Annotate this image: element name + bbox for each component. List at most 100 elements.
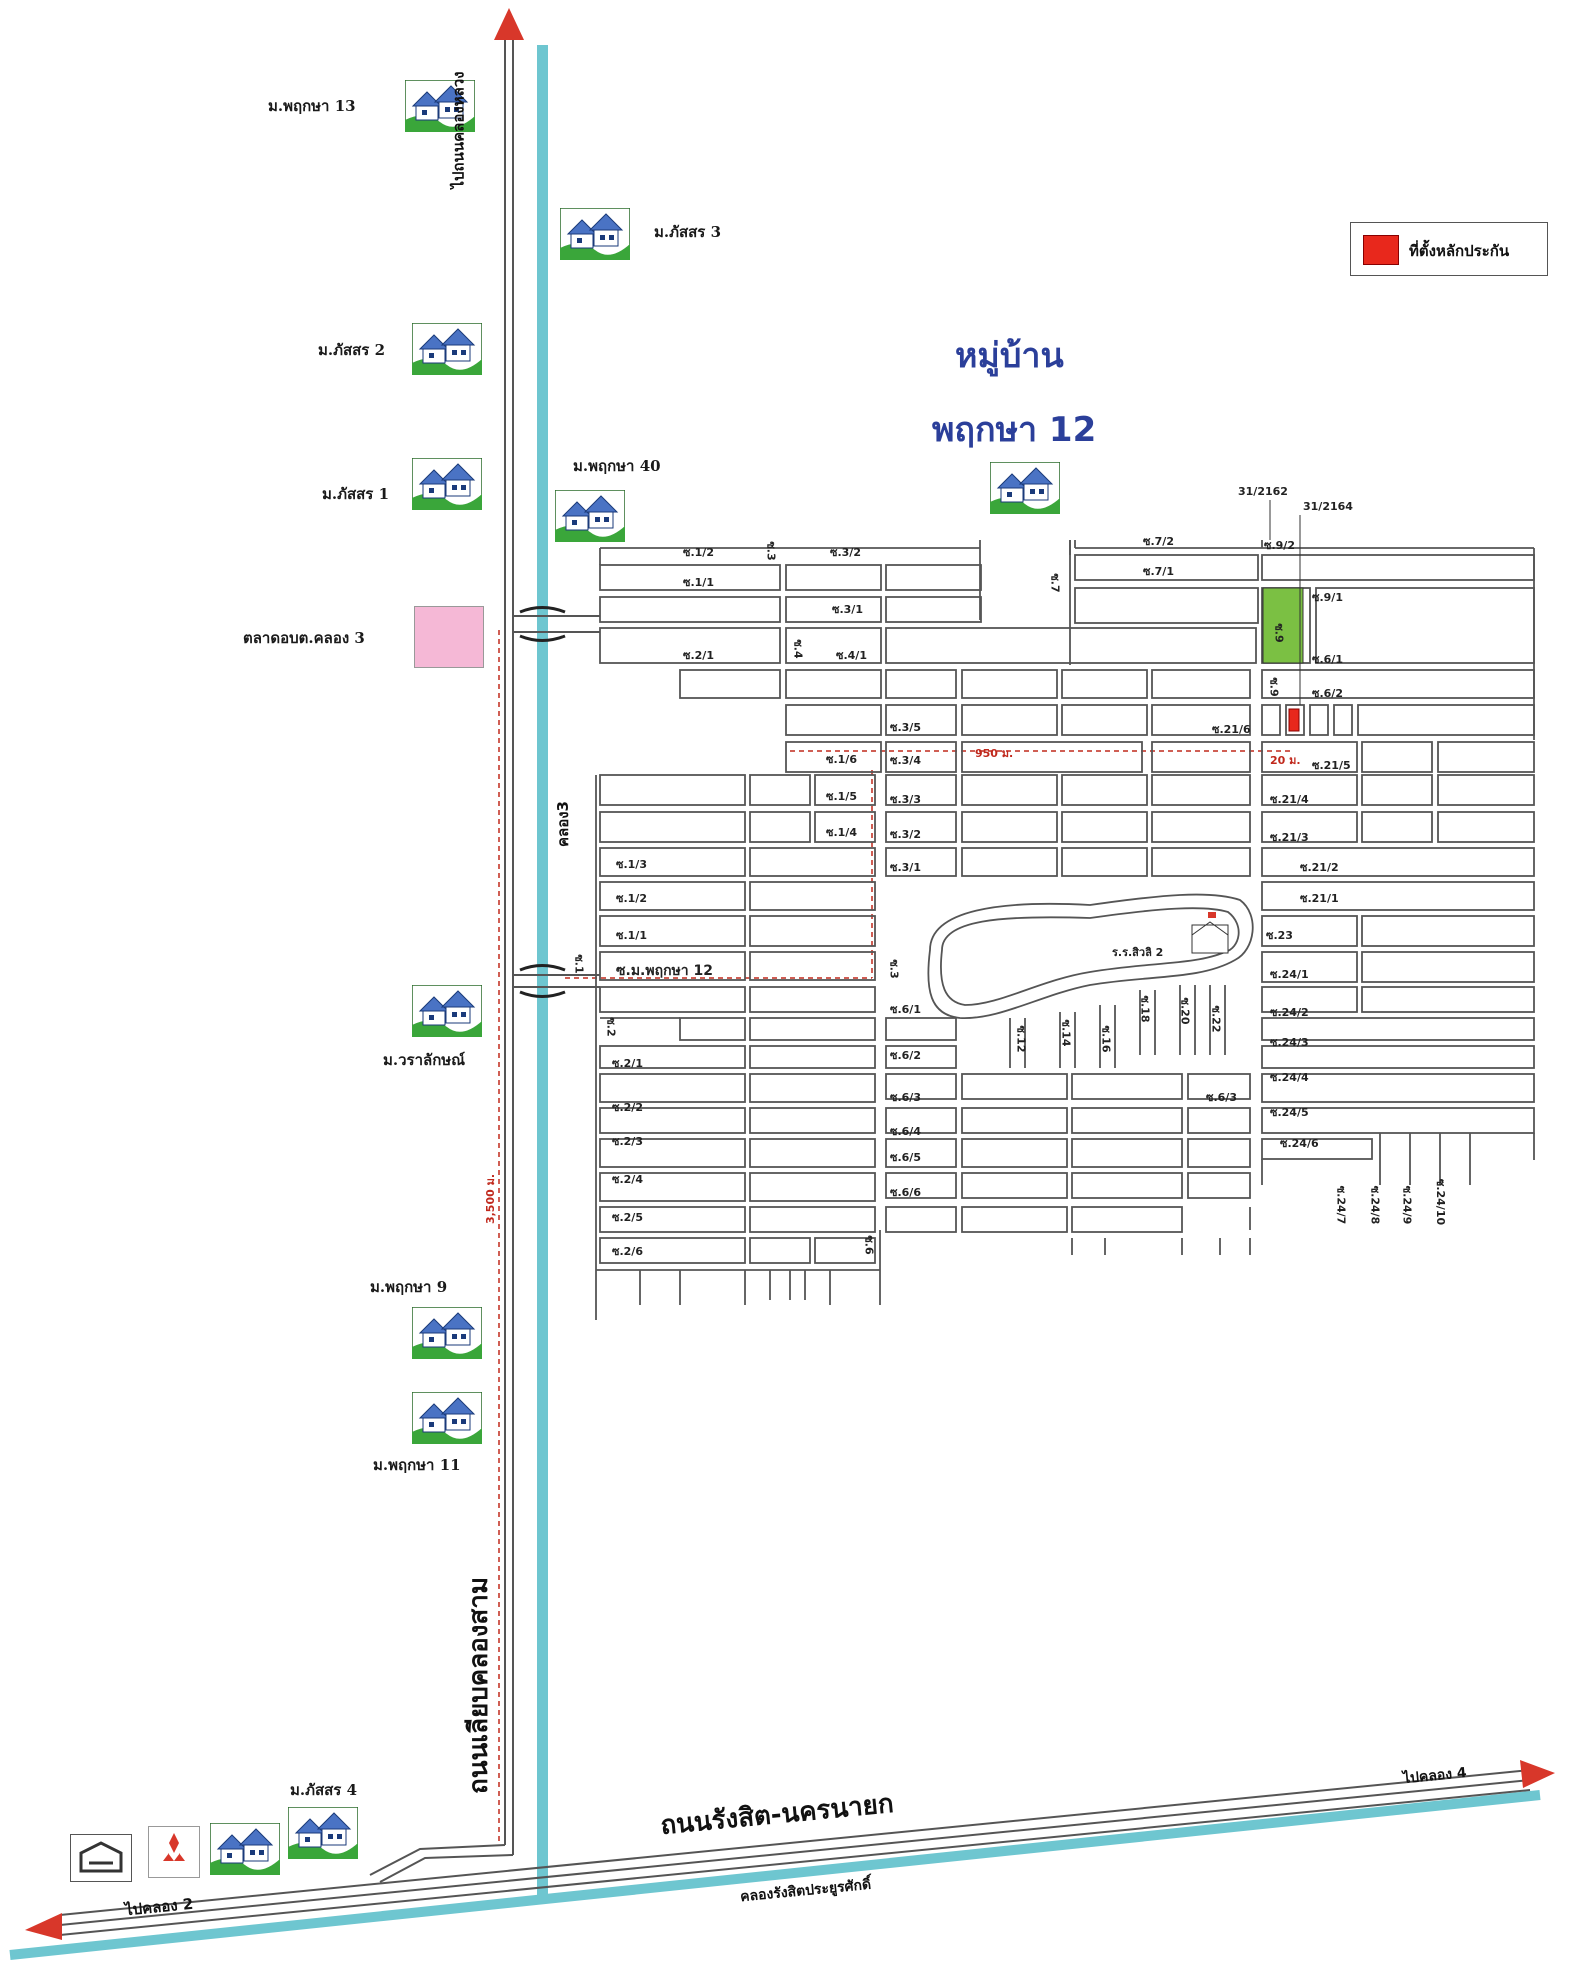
road-north-label: ไปถนนคลองหลวง bbox=[449, 71, 468, 189]
title-line2: พฤกษา 12 bbox=[932, 410, 1097, 450]
school-icon bbox=[1191, 924, 1229, 954]
estate-roads bbox=[595, 540, 1535, 1320]
soi-24-4: ซ.24/4 bbox=[1270, 1071, 1309, 1084]
soi-24-7: ซ.24/7 bbox=[1334, 1185, 1348, 1225]
house-icon-p11 bbox=[412, 1392, 482, 1444]
soi-6-3: ซ.6/3 bbox=[890, 1091, 921, 1104]
soi-2-4: ซ.2/4 bbox=[612, 1173, 643, 1186]
soi-3v2: ซ.3 bbox=[887, 959, 901, 979]
label-wara: ม.วราลักษณ์ bbox=[383, 1051, 466, 1069]
soi-21-2: ซ.21/2 bbox=[1300, 861, 1339, 874]
canal-3 bbox=[537, 45, 548, 1900]
soi-3-1: ซ.3/1 bbox=[832, 603, 863, 616]
soi-7-2: ซ.7/2 bbox=[1143, 535, 1174, 548]
parcel-b: 31/2164 bbox=[1303, 500, 1353, 513]
soi-6: ซ.6 bbox=[862, 1235, 876, 1255]
soi-6-1: ซ.6/1 bbox=[890, 1003, 921, 1016]
house-icon-p9 bbox=[412, 1307, 482, 1359]
house-icon-pat3 bbox=[560, 208, 630, 260]
soi-2-3: ซ.2/3 bbox=[612, 1135, 643, 1148]
soi-6-1a: ซ.6/1 bbox=[1312, 653, 1343, 666]
soi-1-4: ซ.1/4 bbox=[826, 826, 857, 839]
soi-21-1: ซ.21/1 bbox=[1300, 892, 1339, 905]
soi-2-5: ซ.2/5 bbox=[612, 1211, 643, 1224]
soi-9: ซ.9 bbox=[1267, 677, 1281, 697]
soi-4-1: ซ.4/1 bbox=[836, 649, 867, 662]
soi-2-1: ซ.2/1 bbox=[612, 1057, 643, 1070]
label-p11: ม.พฤกษา 11 bbox=[373, 1456, 461, 1474]
soi-7-1: ซ.7/1 bbox=[1143, 565, 1174, 578]
soi-20: ซ.20 bbox=[1178, 997, 1192, 1025]
label-v13: ม.พฤกษา 13 bbox=[268, 97, 356, 115]
soi-24-9: ซ.24/9 bbox=[1400, 1185, 1414, 1225]
soi-24-5: ซ.24/5 bbox=[1270, 1106, 1309, 1119]
legend-label: ที่ตั้งหลักประกัน bbox=[1409, 242, 1510, 260]
soi-6-2a: ซ.6/2 bbox=[1312, 687, 1343, 700]
measure-20: 20 ม. bbox=[1270, 754, 1301, 767]
soi-12: ซ.12 bbox=[1014, 1025, 1028, 1053]
soi-1-1: ซ.1/1 bbox=[683, 576, 714, 589]
soi-6-2: ซ.6/2 bbox=[890, 1049, 921, 1062]
soi-1-2: ซ.1/2 bbox=[683, 546, 714, 559]
title-line1: หมู่บ้าน bbox=[955, 336, 1064, 376]
soi-3-2: ซ.3/2 bbox=[830, 546, 861, 559]
soi-3-4: ซ.3/4 bbox=[890, 754, 921, 767]
soi-6-3b: ซ.6/3 bbox=[1206, 1091, 1237, 1104]
soi-1-3: ซ.1/3 bbox=[616, 858, 647, 871]
soi-3-5: ซ.3/5 bbox=[890, 721, 921, 734]
school-label: ร.ร.สิวลิ 2 bbox=[1112, 946, 1164, 959]
soi-24-8: ซ.24/8 bbox=[1368, 1185, 1382, 1225]
house-icon-pat4b bbox=[210, 1823, 280, 1875]
label-pat1: ม.ภัสสร 1 bbox=[322, 485, 390, 503]
east-arrow-icon bbox=[1520, 1760, 1555, 1788]
measure-950: 950 ม. bbox=[975, 747, 1014, 760]
soi-3-2b: ซ.3/2 bbox=[890, 828, 921, 841]
soi-9-2: ซ.9/2 bbox=[1264, 539, 1295, 552]
label-pat4: ม.ภัสสร 4 bbox=[290, 1781, 358, 1799]
soi-1-5: ซ.1/5 bbox=[826, 790, 857, 803]
soi-21-5: ซ.21/5 bbox=[1312, 759, 1351, 772]
soi-main: ซ.ม.พฤกษา 12 bbox=[616, 963, 713, 979]
label-p9: ม.พฤกษา 9 bbox=[370, 1278, 448, 1296]
soi-9-1: ซ.9/1 bbox=[1312, 591, 1343, 604]
soi-1: ซ.1 bbox=[572, 954, 586, 974]
soi-3-1b: ซ.3/1 bbox=[890, 861, 921, 874]
main-vertical-road-label: ถนนเลียบคลองสาม bbox=[464, 1576, 495, 1795]
soi-7: ซ.7 bbox=[1048, 573, 1062, 593]
green-plot bbox=[1262, 587, 1304, 664]
soi-6-4: ซ.6/4 bbox=[890, 1125, 921, 1138]
west-arrow-icon bbox=[25, 1913, 62, 1940]
soi-18: ซ.18 bbox=[1138, 995, 1152, 1023]
soi-23: ซ.23 bbox=[1266, 929, 1293, 942]
title-house-icon bbox=[990, 462, 1060, 514]
parcel-a: 31/2162 bbox=[1238, 485, 1288, 498]
soi-2-1a: ซ.2/1 bbox=[683, 649, 714, 662]
soi-21-6: ซ.21/6 bbox=[1212, 723, 1251, 736]
soi-2: ซ.2 bbox=[604, 1017, 618, 1037]
soi-14: ซ.14 bbox=[1059, 1019, 1073, 1047]
house-icon-wara bbox=[412, 985, 482, 1037]
legend-box: ที่ตั้งหลักประกัน bbox=[1350, 222, 1548, 276]
collateral-plot bbox=[1288, 708, 1300, 732]
soi-2-6: ซ.2/6 bbox=[612, 1245, 643, 1258]
label-pat2: ม.ภัสสร 2 bbox=[318, 341, 386, 359]
legend-swatch bbox=[1363, 235, 1399, 265]
soi-6-6: ซ.6/6 bbox=[890, 1186, 921, 1199]
label-market: ตลาดอบต.คลอง 3 bbox=[243, 629, 365, 647]
soi-21-4: ซ.21/4 bbox=[1270, 793, 1309, 806]
soi-24-10: ซ.24/10 bbox=[1434, 1178, 1448, 1226]
house-icon-pat1 bbox=[412, 458, 482, 510]
canal3-label: คลอง3 bbox=[554, 801, 572, 847]
soi-2-2: ซ.2/2 bbox=[612, 1101, 643, 1114]
soi-6-5: ซ.6/5 bbox=[890, 1151, 921, 1164]
soi-9-green: ซ.9 bbox=[1272, 623, 1286, 643]
soi-3-3: ซ.3/3 bbox=[890, 793, 921, 806]
soi-3: ซ.3 bbox=[764, 541, 778, 561]
market-icon bbox=[414, 606, 484, 668]
house-icon-p40 bbox=[555, 490, 625, 542]
soi-24-1: ซ.24/1 bbox=[1270, 968, 1309, 981]
house-icon-pat4 bbox=[288, 1807, 358, 1859]
soi-24-2: ซ.24/2 bbox=[1270, 1006, 1309, 1019]
measure-3500: 3,500 ม. bbox=[484, 1173, 498, 1225]
